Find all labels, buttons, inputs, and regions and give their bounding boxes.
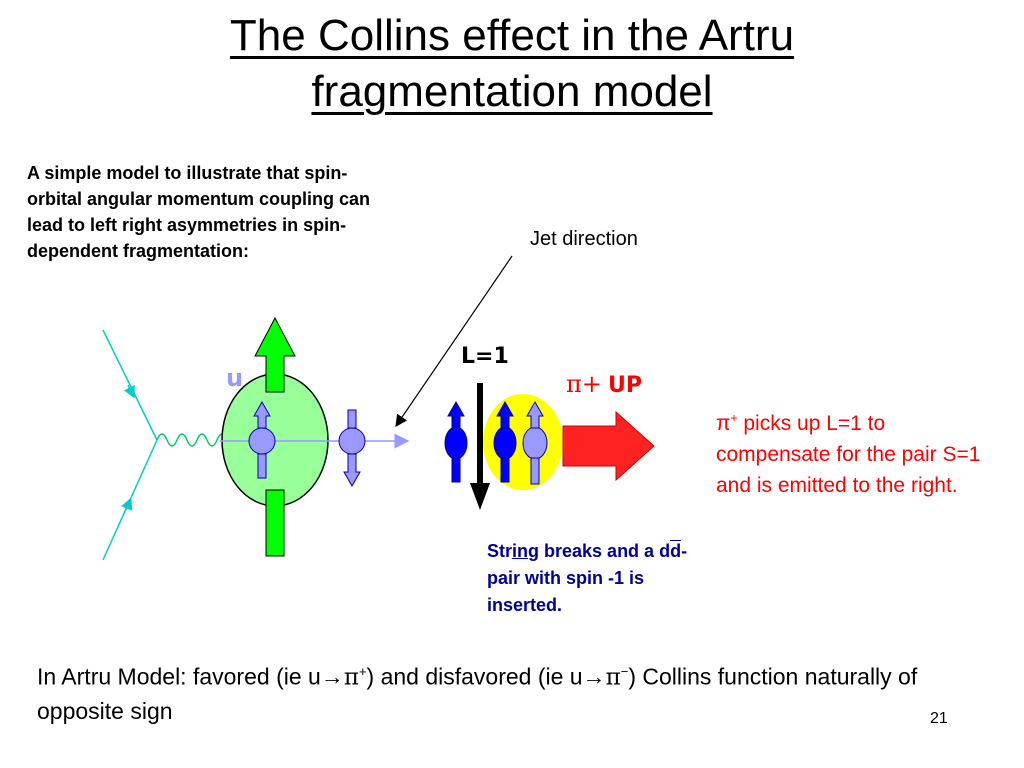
- string-line: [470, 383, 490, 510]
- pion-direction: UP: [608, 373, 642, 398]
- conclusion-part-c: ) Collins function naturally of opposite…: [37, 663, 918, 724]
- lepton-lines: [102, 329, 158, 561]
- pi-symbol: π: [716, 412, 731, 435]
- string-note-part-4: d: [670, 541, 682, 561]
- pi-plus: π: [343, 664, 359, 691]
- blue-quark-left: [444, 400, 468, 483]
- arrow-icon-2: →: [582, 663, 606, 690]
- arrow-icon: →: [320, 663, 344, 690]
- jet-direction-label: Jet direction: [530, 228, 638, 250]
- slide-title: The Collins effect in the Artru fragment…: [0, 8, 1024, 120]
- pi-minus: π: [605, 664, 621, 691]
- pi-plus-charge: +: [358, 664, 367, 679]
- spin-shaft-lower: [265, 489, 285, 557]
- pion-arrow: [562, 410, 655, 482]
- blue-quark-right: [493, 400, 517, 483]
- quark-label: u: [226, 364, 243, 392]
- outgoing-quark: [338, 409, 366, 488]
- pi-minus-charge: −: [620, 664, 629, 679]
- pion-symbol: π+: [566, 370, 602, 398]
- orbital-label: L=1: [461, 344, 509, 369]
- light-quark-in-pion: [522, 400, 548, 485]
- string-note-part-1: Str: [487, 541, 513, 561]
- page-number: 21: [930, 710, 948, 727]
- title-line-1: The Collins effect in the Artru: [229, 11, 795, 60]
- string-note-part-2: in: [512, 541, 529, 561]
- string-note-part-3: g breaks and a d: [528, 541, 671, 561]
- pion-explanation-text: picks up L=1 to compensate for the pair …: [716, 412, 981, 497]
- string-note-part-5: -pair with spin -1 is inserted.: [487, 541, 688, 615]
- quark-in-sphere: [248, 400, 276, 479]
- jet-direction-pointer: [395, 255, 513, 427]
- string-break-note: String breaks and a dd-pair with spin -1…: [487, 538, 707, 619]
- intro-text: A simple model to illustrate that spin-o…: [27, 163, 371, 261]
- title-line-2: fragmentation model: [311, 67, 713, 116]
- pion-explanation: π+ picks up L=1 to compensate for the pa…: [716, 403, 996, 501]
- pi-charge: +: [730, 411, 738, 425]
- spin-up-big-arrow: [254, 316, 296, 393]
- conclusion-part-a: In Artru Model: favored (ie u: [37, 663, 321, 690]
- conclusion-part-b: ) and disfavored (ie u: [366, 663, 583, 690]
- conclusion-text: In Artru Model: favored (ie u→π+) and di…: [37, 655, 937, 728]
